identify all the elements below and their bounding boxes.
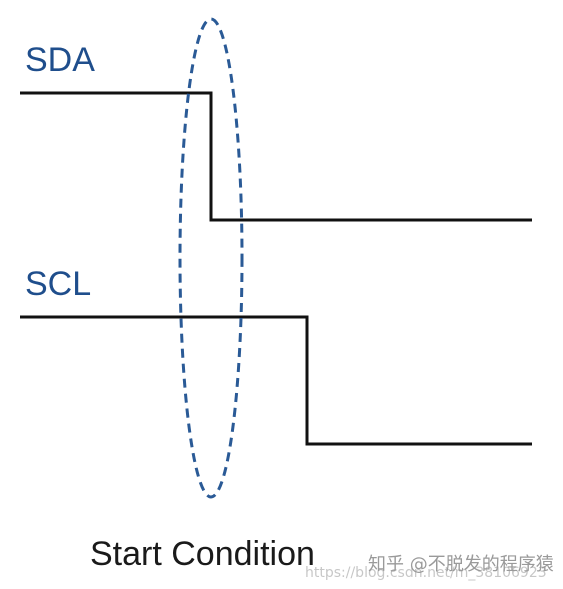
scl-label: SCL (25, 265, 91, 303)
sda-label: SDA (25, 41, 95, 79)
watermark-url: https://blog.csdn.net/m_38106923 (305, 565, 547, 581)
watermark-zhihu: 知乎 @不脱发的程序猿 (368, 554, 554, 575)
diagram-caption: Start Condition (90, 535, 315, 573)
sda-waveform (20, 91, 532, 222)
scl-waveform (20, 315, 532, 446)
start-condition-highlight-ellipse (178, 17, 244, 499)
